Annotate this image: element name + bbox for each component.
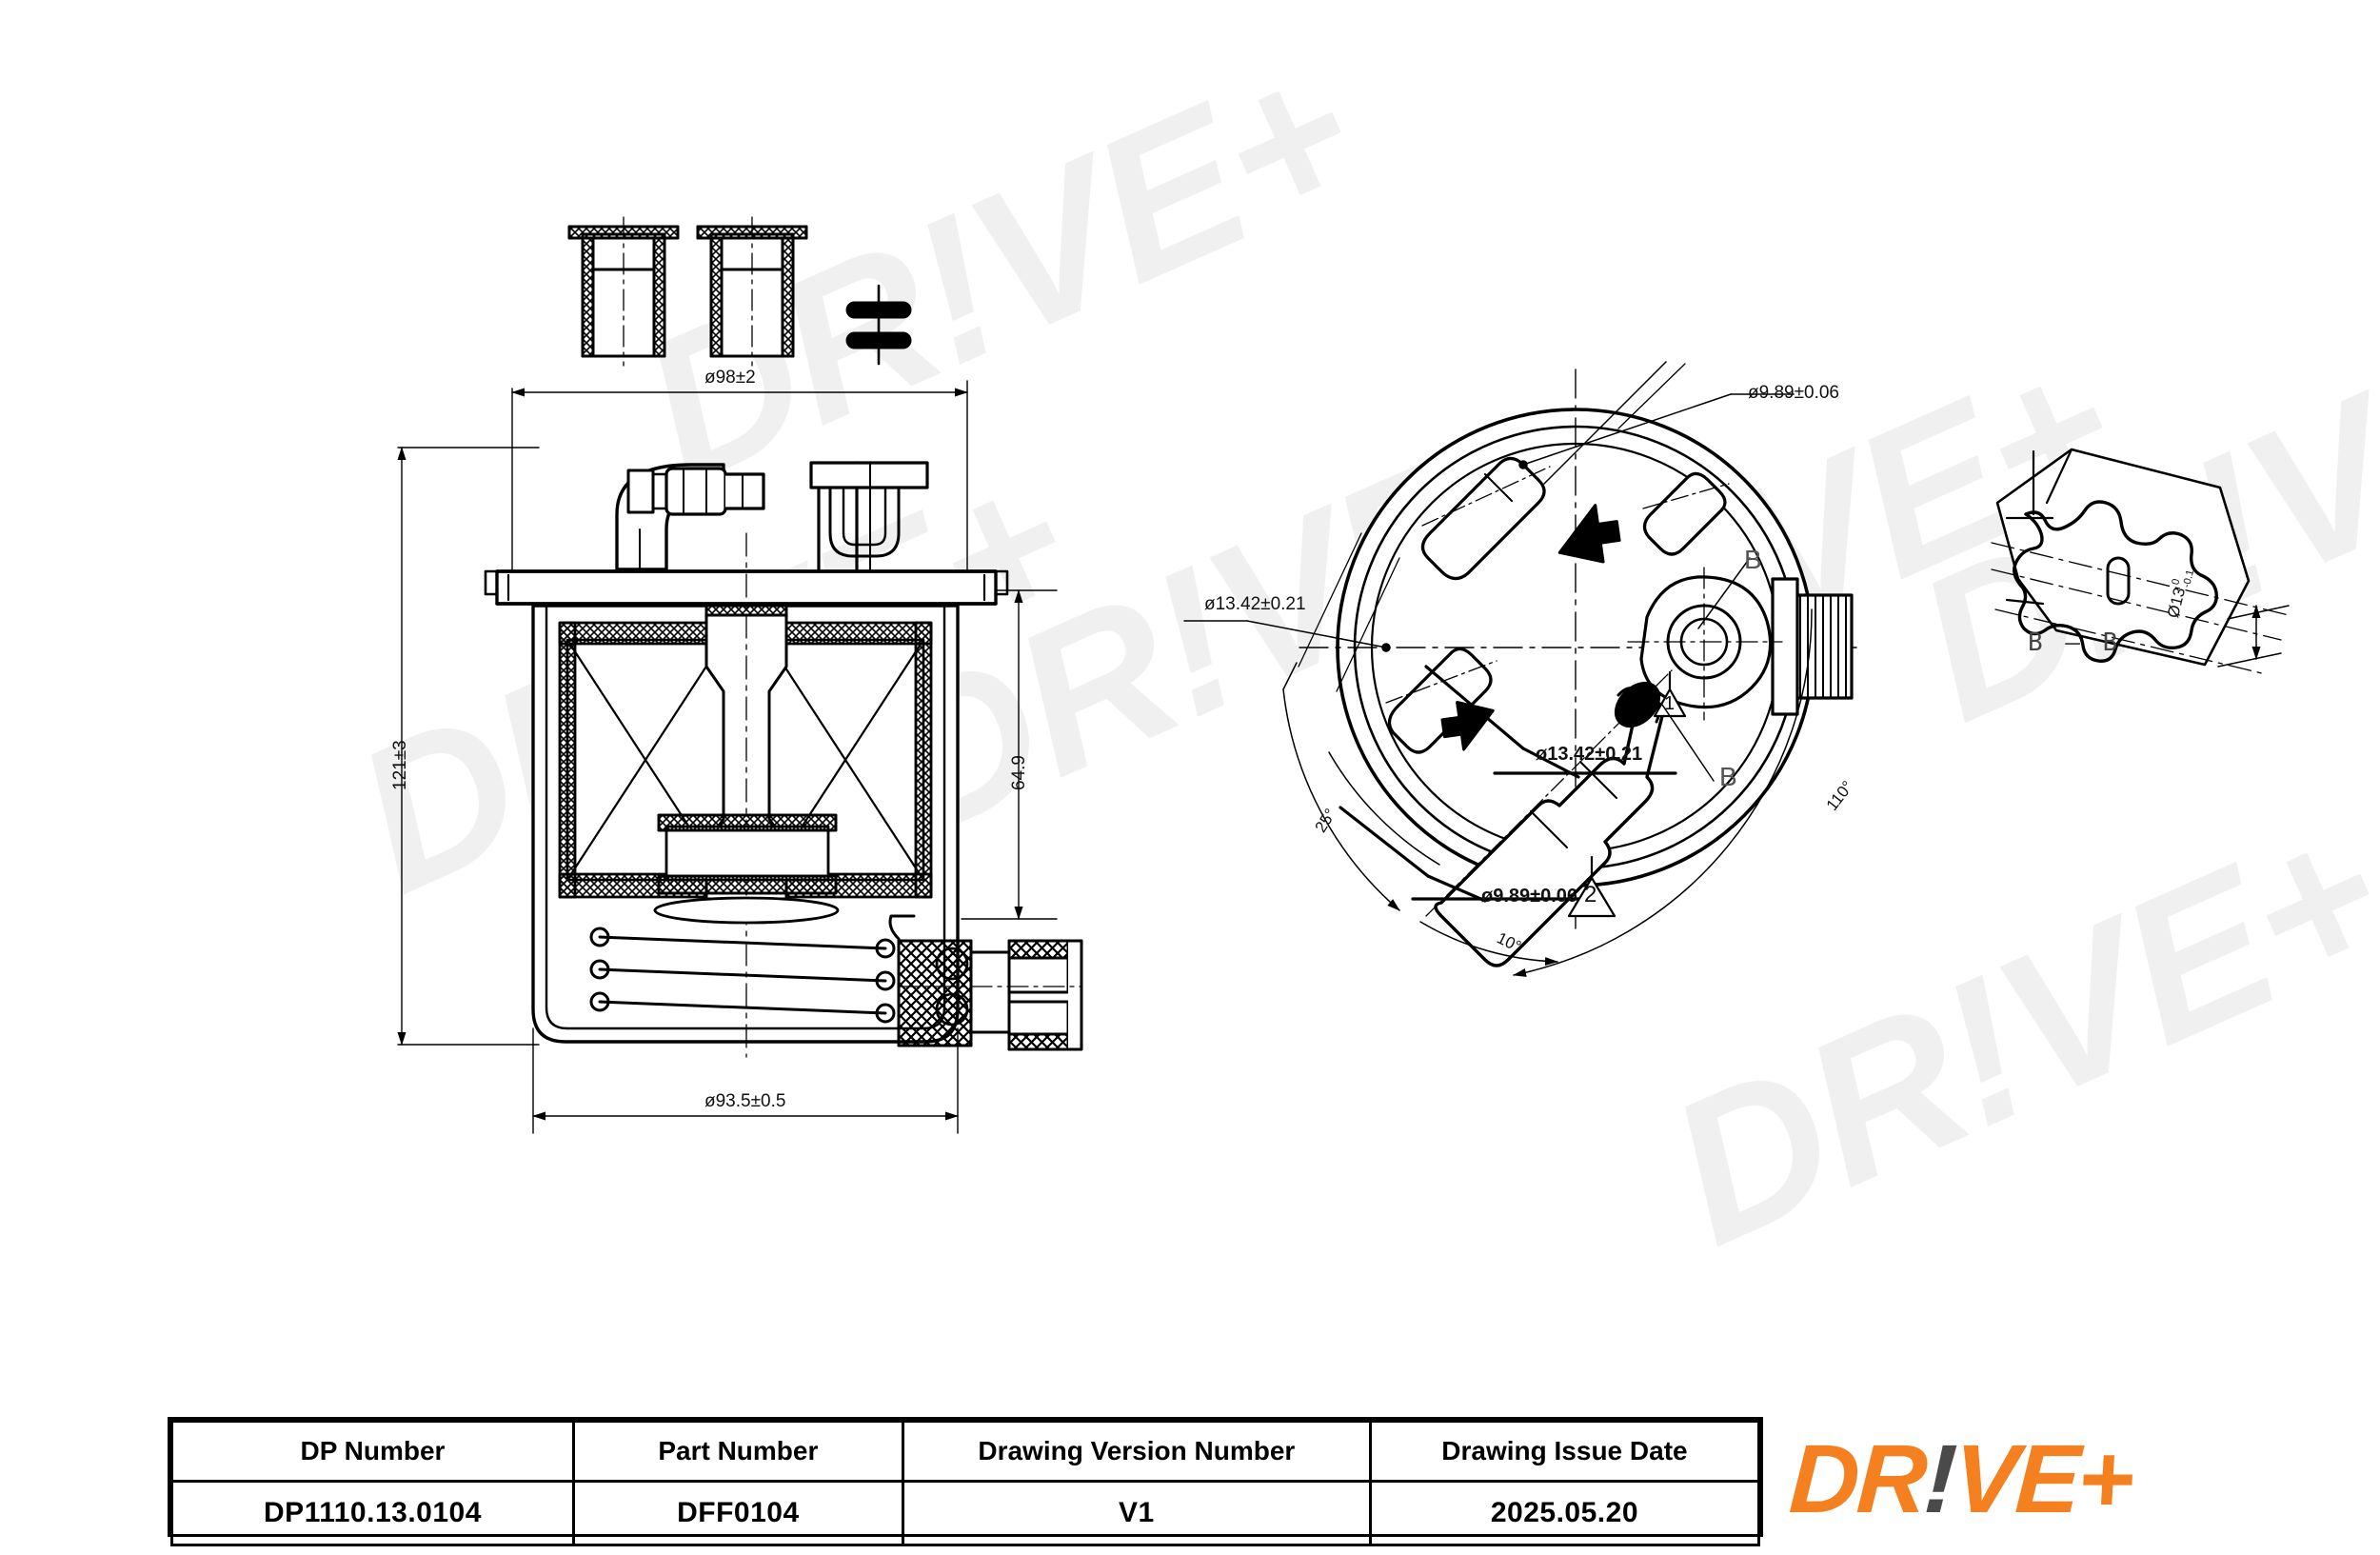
leader-lower-bold <box>1339 806 1594 903</box>
leader-left <box>1183 532 1400 692</box>
outlet-stem-diagonal <box>1425 669 1673 967</box>
mounting-clip <box>809 461 929 571</box>
title-block-value-row: DP1110.13.0104 DFF0104 V1 2025.05.20 <box>170 1480 1761 1546</box>
header-part-number: Part Number <box>571 1420 904 1483</box>
dim-port-diameter-lower: ø9.89±0.06 <box>1481 886 1578 907</box>
brand-logo-part-b: VE+ <box>1951 1424 2134 1533</box>
balloon-label-1: 1 <box>1664 693 1676 714</box>
brand-logo-part-a: DR <box>1787 1424 1928 1533</box>
support-spring <box>589 927 896 1024</box>
balloon-triangle-2 <box>1567 855 1616 918</box>
header-drawing-version: Drawing Version Number <box>901 1420 1372 1483</box>
detail-oring-pair <box>845 284 912 366</box>
header-dp-number: DP Number <box>170 1420 575 1483</box>
balloon-label-2: 2 <box>1584 882 1597 907</box>
title-block: DP Number Part Number Drawing Version Nu… <box>168 1417 1763 1546</box>
title-block-table: DP Number Part Number Drawing Version Nu… <box>170 1420 1761 1546</box>
leader-center-bold <box>1424 665 1677 779</box>
section-marker-b-upper: B <box>1744 545 1762 574</box>
section-bb-title: B – B <box>2028 628 2122 657</box>
dim-outer-diameter-bottom: ø93.5±0.5 <box>704 1091 786 1111</box>
value-drawing-version: V1 <box>901 1480 1372 1546</box>
section-marker-b-lower: B <box>1719 762 1737 791</box>
detail-bushing-left <box>567 216 680 367</box>
section-bb-hatch-edges <box>2005 448 2073 606</box>
side-nipple <box>1771 577 1854 716</box>
leader-upper-right <box>1518 361 1795 485</box>
brand-logo-text: DR!VE+ <box>1787 1425 2134 1533</box>
collector-bowl <box>653 813 840 925</box>
inlet-elbow-tube <box>615 463 765 571</box>
flow-arrow-upper <box>1557 504 1621 564</box>
dim-port-diameter-left: ø13.42±0.21 <box>1204 594 1306 614</box>
dim-overall-height: 121±3 <box>390 740 410 790</box>
port-tube-lower-left <box>1385 647 1497 754</box>
dim-outer-diameter-top: ø98±2 <box>704 368 756 388</box>
port-tube-upper-left <box>1420 456 1551 581</box>
center-boss <box>1627 567 1783 721</box>
value-part-number: DFF0104 <box>571 1480 904 1546</box>
section-marker-lines <box>1661 557 1751 782</box>
section-bb-outline <box>1995 448 2251 667</box>
value-issue-date: 2025.05.20 <box>1368 1480 1761 1546</box>
port-tube-upper-right <box>1642 471 1730 556</box>
dimension-lines-front <box>397 380 1058 1134</box>
section-bb-dimension <box>2217 605 2290 668</box>
dim-body-height: 64.9 <box>1009 755 1029 790</box>
header-issue-date: Drawing Issue Date <box>1368 1420 1761 1483</box>
dim-port-diameter-center: ø13.42±0.21 <box>1536 744 1643 765</box>
detail-bushing-right <box>696 216 808 367</box>
angle-arcs <box>1282 608 1813 977</box>
outlet-port-assembly <box>888 914 1083 1051</box>
value-dp-number: DP1110.13.0104 <box>170 1480 575 1546</box>
brand-logo: DR!VE+ <box>1787 1424 2361 1533</box>
dim-port-diameter-upper: ø9.89±0.06 <box>1748 383 1839 403</box>
section-bb-inner-profile <box>2013 500 2218 663</box>
title-block-header-row: DP Number Part Number Drawing Version Nu… <box>170 1420 1761 1483</box>
section-bb-centerlines <box>1991 542 2290 675</box>
